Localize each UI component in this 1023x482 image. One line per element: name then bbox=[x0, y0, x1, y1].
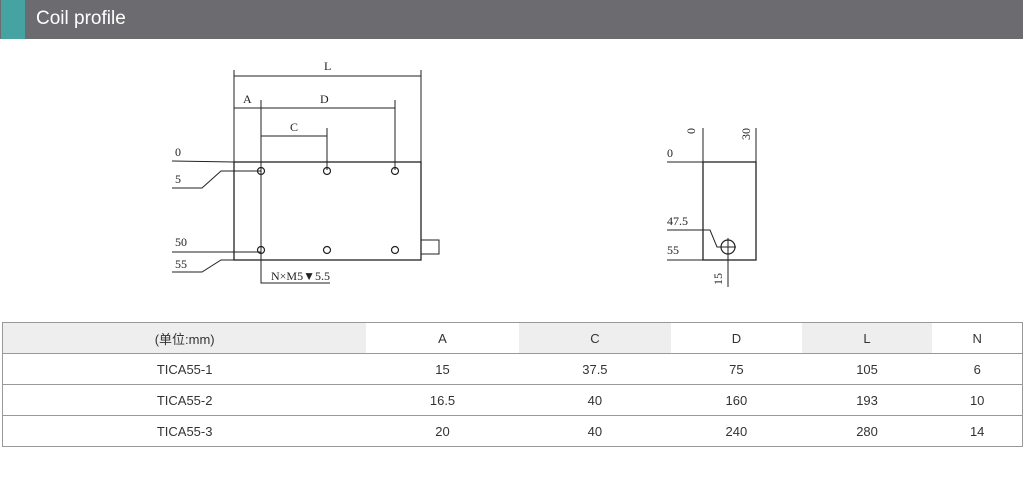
header-cell: L bbox=[801, 322, 933, 354]
section-header: Coil profile bbox=[0, 0, 1023, 39]
cell: TICA55-1 bbox=[2, 353, 367, 385]
header-cell: A bbox=[366, 322, 519, 354]
coil-drawing: L A D C 0 5 50 55 N×M5▼5.5 0 30 0 47.5 5… bbox=[171, 59, 757, 287]
cell: 240 bbox=[671, 415, 802, 447]
cell: 16.5 bbox=[366, 384, 519, 416]
cell: TICA55-3 bbox=[2, 415, 367, 447]
cell: 193 bbox=[801, 384, 933, 416]
y-5: 5 bbox=[175, 172, 181, 186]
side-y55: 55 bbox=[667, 243, 679, 257]
y-50: 50 bbox=[175, 235, 187, 249]
header-accent bbox=[1, 0, 25, 39]
front-view bbox=[171, 70, 440, 284]
dim-L: L bbox=[324, 59, 331, 73]
side-x0: 0 bbox=[684, 128, 698, 134]
cell: 14 bbox=[932, 415, 1023, 447]
header-cell: C bbox=[518, 322, 672, 354]
section-title: Coil profile bbox=[36, 8, 126, 29]
side-view bbox=[667, 128, 757, 287]
y-55: 55 bbox=[175, 257, 187, 271]
cell: 6 bbox=[932, 353, 1023, 385]
side-x30: 30 bbox=[739, 128, 753, 140]
side-y0: 0 bbox=[667, 146, 673, 160]
cell: 15 bbox=[366, 353, 519, 385]
header-cell: (单位:mm) bbox=[2, 322, 367, 354]
dim-D: D bbox=[320, 92, 329, 106]
y-0: 0 bbox=[175, 145, 181, 159]
side-x15: 15 bbox=[711, 273, 725, 285]
cell: 20 bbox=[366, 415, 519, 447]
cell: 37.5 bbox=[518, 353, 672, 385]
dim-A: A bbox=[243, 92, 252, 106]
table-header-row: (单位:mm) A C D L N bbox=[2, 322, 1023, 354]
cell: 105 bbox=[801, 353, 933, 385]
cell: 40 bbox=[518, 415, 672, 447]
hole-note: N×M5▼5.5 bbox=[271, 269, 330, 283]
cell: 160 bbox=[671, 384, 802, 416]
side-y47: 47.5 bbox=[667, 214, 688, 228]
cell: 10 bbox=[932, 384, 1023, 416]
cell: TICA55-2 bbox=[2, 384, 367, 416]
header-cell: N bbox=[932, 322, 1023, 354]
header-cell: D bbox=[671, 322, 802, 354]
cell: 280 bbox=[801, 415, 933, 447]
dim-C: C bbox=[290, 120, 298, 134]
cell: 75 bbox=[671, 353, 802, 385]
cell: 40 bbox=[518, 384, 672, 416]
